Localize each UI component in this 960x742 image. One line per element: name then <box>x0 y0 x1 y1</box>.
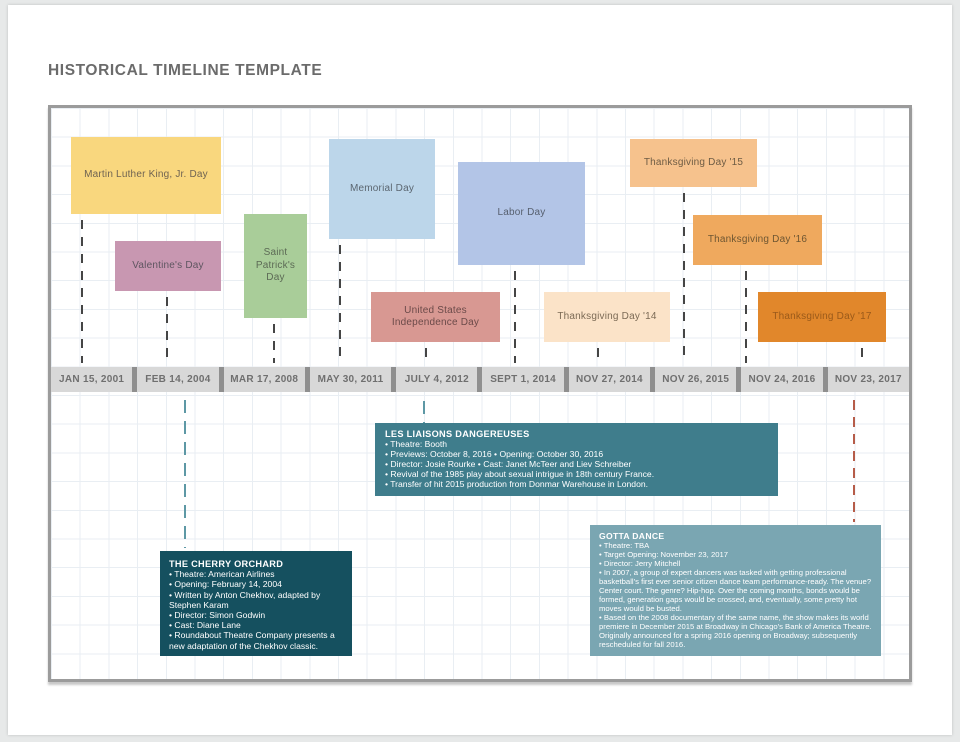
timeline-canvas: Martin Luther King, Jr. Day Valentine's … <box>48 105 912 682</box>
card-line: • Based on the 2008 documentary of the s… <box>599 613 872 649</box>
event-box-martin-luther-king-day[interactable]: Martin Luther King, Jr. Day <box>71 137 221 214</box>
card-line: • Theatre: TBA <box>599 541 650 550</box>
event-box-thanksgiving-15[interactable]: Thanksgiving Day '15 <box>630 139 757 187</box>
leader-line-teal <box>423 401 425 423</box>
card-line: • Revival of the 1985 play about sexual … <box>385 468 655 479</box>
card-line: • Target Opening: November 23, 2017 <box>599 550 729 559</box>
detail-card-les-liaisons[interactable]: LES LIAISONS DANGEREUSES • Theatre: Boot… <box>375 423 778 496</box>
card-title: THE CHERRY ORCHARD <box>169 559 284 569</box>
connector-dash <box>166 297 168 363</box>
connector-dash <box>425 348 427 363</box>
card-line: • In 2007, a group of expert dancers was… <box>599 568 872 613</box>
card-line: • Written by Anton Chekhov, adapted by S… <box>169 589 321 610</box>
card-title: GOTTA DANCE <box>599 531 665 541</box>
date-cell[interactable]: SEPT 1, 2014 <box>482 367 564 392</box>
connector-dash <box>339 245 341 363</box>
event-box-thanksgiving-16[interactable]: Thanksgiving Day '16 <box>693 215 822 265</box>
date-cell[interactable]: FEB 14, 2004 <box>137 367 219 392</box>
card-line: • Previews: October 8, 2016 • Opening: O… <box>385 448 604 459</box>
event-box-valentines-day[interactable]: Valentine's Day <box>115 241 221 291</box>
event-box-saint-patricks-day[interactable]: Saint Patrick's Day <box>244 214 307 318</box>
date-cell[interactable]: JULY 4, 2012 <box>396 367 478 392</box>
event-box-thanksgiving-17[interactable]: Thanksgiving Day '17 <box>758 292 886 342</box>
card-line: • Cast: Diane Lane <box>169 620 241 631</box>
event-box-independence-day[interactable]: United States Independence Day <box>371 292 500 342</box>
detail-card-cherry-orchard[interactable]: THE CHERRY ORCHARD • Theatre: American A… <box>160 551 352 656</box>
card-line: • Opening: February 14, 2004 <box>169 579 282 590</box>
card-line: • Director: Jerry Mitchell <box>599 559 681 568</box>
connector-dash <box>597 348 599 363</box>
date-cell[interactable]: MAY 30, 2011 <box>309 367 392 392</box>
date-cell[interactable]: NOV 27, 2014 <box>568 367 651 392</box>
detail-card-gotta-dance[interactable]: GOTTA DANCE • Theatre: TBA • Target Open… <box>590 525 881 656</box>
event-box-thanksgiving-14[interactable]: Thanksgiving Day '14 <box>544 292 670 342</box>
card-line: • Transfer of hit 2015 production from D… <box>385 478 649 489</box>
leader-line-teal <box>184 400 186 548</box>
date-cell[interactable]: NOV 23, 2017 <box>827 367 909 392</box>
page-title: HISTORICAL TIMELINE TEMPLATE <box>48 62 323 79</box>
connector-dash <box>81 220 83 363</box>
date-cell[interactable]: JAN 15, 2001 <box>51 367 133 392</box>
card-line: • Director: Josie Rourke • Cast: Janet M… <box>385 458 632 469</box>
card-line: • Theatre: American Airlines <box>169 569 275 580</box>
connector-dash <box>514 271 516 363</box>
leader-line-red <box>853 400 855 522</box>
date-cell[interactable]: NOV 26, 2015 <box>655 367 737 392</box>
card-line: • Theatre: Booth <box>385 438 448 449</box>
event-box-labor-day[interactable]: Labor Day <box>458 162 585 265</box>
card-line: • Director: Simon Godwin <box>169 610 266 621</box>
event-box-memorial-day[interactable]: Memorial Day <box>329 139 435 239</box>
date-cell[interactable]: MAR 17, 2008 <box>223 367 305 392</box>
connector-dash <box>683 193 685 363</box>
document-page: HISTORICAL TIMELINE TEMPLATE Martin Luth… <box>8 5 952 735</box>
card-line: • Roundabout Theatre Company presents a … <box>169 630 335 651</box>
date-axis: JAN 15, 2001 FEB 14, 2004 MAR 17, 2008 M… <box>51 367 909 392</box>
connector-dash <box>745 271 747 363</box>
connector-dash <box>861 348 863 363</box>
card-title: LES LIAISONS DANGEREUSES <box>385 429 530 439</box>
date-cell[interactable]: NOV 24, 2016 <box>741 367 823 392</box>
connector-dash <box>273 324 275 363</box>
